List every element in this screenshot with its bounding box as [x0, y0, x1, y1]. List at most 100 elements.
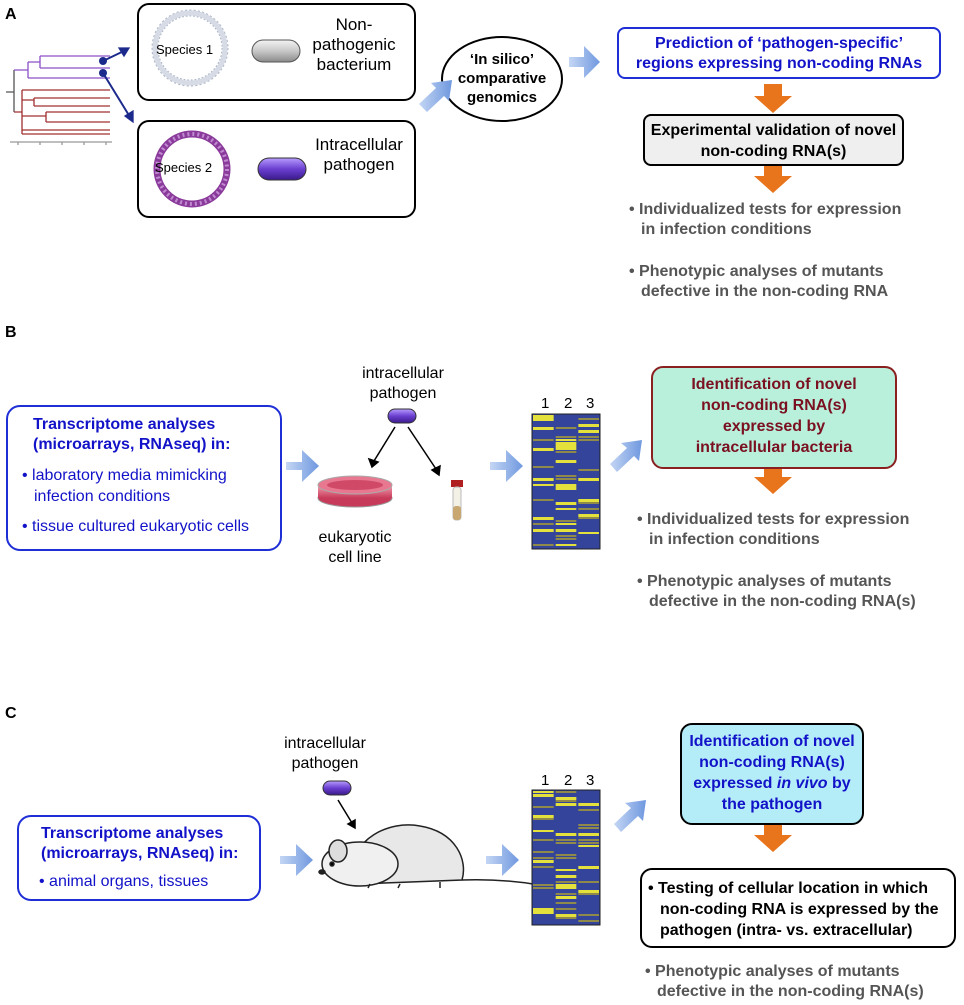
heatmap-stripe: [578, 833, 599, 836]
heatmap-background: [531, 413, 601, 550]
ident-line3-pre: expressed: [693, 775, 777, 792]
panel-b-letter: B: [5, 324, 17, 341]
heatmap-stripe: [533, 478, 554, 481]
heatmap-stripe: [578, 430, 599, 433]
panel-b-ident-line4: intracellular bacteria: [695, 439, 853, 456]
lane-label-3: 3: [586, 772, 595, 789]
panel-b-transcriptome-line2: (microarrays, RNAseq) in:: [33, 436, 231, 453]
heatmap-stripe: [555, 538, 577, 540]
heatmap-stripe: [533, 499, 554, 501]
orange-arrow: [754, 164, 792, 193]
heatmap-stripe: [533, 415, 554, 418]
heatmap-stripe: [533, 791, 554, 793]
panel-c-letter: C: [5, 705, 17, 722]
panel-c-transcriptome-line2: (microarrays, RNAseq) in:: [41, 845, 239, 862]
heatmap-stripe: [578, 827, 599, 829]
heatmap-stripe: [555, 875, 577, 878]
panel-c-pathogen-line1: intracellular: [284, 735, 366, 752]
heatmap-stripe: [533, 851, 554, 853]
chromosome-ring-icon: [153, 130, 231, 208]
heatmap-stripe: [555, 917, 577, 919]
heatmap-stripe: [533, 448, 554, 451]
heatmap-stripe: [555, 448, 577, 450]
panel-c-ident-line3: expressed in vivo by: [682, 773, 862, 794]
bacterium-icon: [322, 780, 352, 796]
heatmap-stripe: [555, 833, 577, 836]
heatmap-stripe: [555, 884, 577, 887]
heatmap-stripe: [533, 839, 554, 841]
heatmap-stripe: [578, 866, 599, 869]
heatmap-stripe: [555, 544, 577, 546]
species1-desc-line2: bacterium: [316, 55, 392, 74]
heatmap-stripe: [578, 845, 599, 847]
panel-b-item1-line2: infection conditions: [34, 488, 171, 505]
pathogen-arrows: [367, 426, 441, 477]
heatmap-stripe: [555, 442, 577, 445]
validation-box: Experimental validation of novel non-cod…: [643, 114, 904, 166]
cell-line-line2: cell line: [328, 549, 382, 566]
heatmap-stripe: [555, 797, 577, 800]
heatmap-stripe: [578, 439, 599, 441]
insilico-line2: comparative: [457, 70, 547, 87]
heatmap-stripe: [555, 854, 577, 856]
validation-line1: Experimental validation of novel: [650, 122, 897, 139]
panel-c-testing-line3: pathogen (intra- vs. extracellular): [660, 922, 913, 939]
heatmap-stripe: [555, 502, 577, 505]
heatmap-stripe: [578, 809, 599, 811]
heatmap-stripe: [578, 517, 599, 519]
blue-arrow: [569, 46, 600, 78]
petri-dish-icon: [317, 475, 393, 508]
heatmap-stripe: [578, 920, 599, 922]
panel-a-bullet1-line1: Individualized tests for expression: [629, 200, 901, 220]
heatmap-stripe: [533, 860, 554, 863]
blue-arrow: [286, 450, 319, 482]
panel-b-transcriptome-line1: Transcriptome analyses: [33, 416, 216, 433]
heatmap-stripe: [555, 436, 577, 438]
panel-b-bullet1-line1: Individualized tests for expression: [637, 510, 909, 530]
heatmap-stripe: [578, 824, 599, 826]
panel-b-ident-line2: non-coding RNA(s): [701, 397, 847, 414]
panel-c-bullet1-line2: defective in the non-coding RNA(s): [657, 983, 924, 1000]
heatmap-stripe: [578, 418, 599, 420]
heatmap-stripe: [533, 887, 554, 889]
panel-c-ident-line1: Identification of novel: [689, 733, 855, 750]
heatmap-stripe: [555, 508, 577, 510]
heatmap-stripe: [533, 439, 554, 441]
heatmap-stripe: [578, 914, 599, 916]
blue-arrow: [614, 800, 646, 832]
pathogen-arrow: [337, 799, 356, 830]
bacterium-icon: [387, 408, 417, 424]
heatmap-stripe: [578, 469, 599, 471]
heatmap-stripe: [533, 884, 554, 886]
heatmap-stripe: [578, 803, 599, 806]
panel-b-item2: tissue cultured eukaryotic cells: [22, 516, 249, 537]
heatmap-stripe: [533, 484, 554, 486]
panel-c-testing-line1: Testing of cellular location in which: [648, 878, 939, 899]
orange-arrow: [754, 84, 792, 113]
heatmap-stripe: [533, 866, 554, 868]
lane-label-3: 3: [586, 395, 595, 412]
heatmap-stripe: [533, 427, 554, 430]
heatmap-stripe: [555, 460, 577, 463]
panel-a-bullet2: Phenotypic analyses of mutants defective…: [629, 262, 888, 302]
panel-b-transcriptome-box: Transcriptome analyses (microarrays, RNA…: [6, 405, 282, 551]
panel-c-bullet1-line1: Phenotypic analyses of mutants: [645, 962, 924, 982]
panel-c-transcriptome-line1: Transcriptome analyses: [41, 825, 224, 842]
heatmap-stripe: [578, 890, 599, 893]
cell-line-label: eukaryotic cell line: [305, 528, 405, 568]
heatmap-stripe: [533, 857, 554, 859]
heatmap-stripe: [555, 791, 577, 793]
lane-label-2: 2: [564, 772, 573, 789]
panel-c-item1: animal organs, tissues: [39, 873, 208, 891]
heatmap-stripe: [578, 499, 599, 502]
ident-line3-post: by: [827, 775, 851, 792]
heatmap-stripe: [555, 427, 577, 429]
culture-tube-icon: [451, 480, 463, 521]
panel-c-pathogen-line2: pathogen: [291, 755, 359, 772]
heatmap-stripe: [555, 842, 577, 844]
heatmap-stripe: [578, 436, 599, 438]
panel-c-ident-line4: the pathogen: [721, 796, 823, 813]
panel-b-bullet2-line1: Phenotypic analyses of mutants: [637, 572, 916, 592]
heatmap-stripe: [578, 424, 599, 427]
heatmap-stripe: [533, 466, 554, 468]
